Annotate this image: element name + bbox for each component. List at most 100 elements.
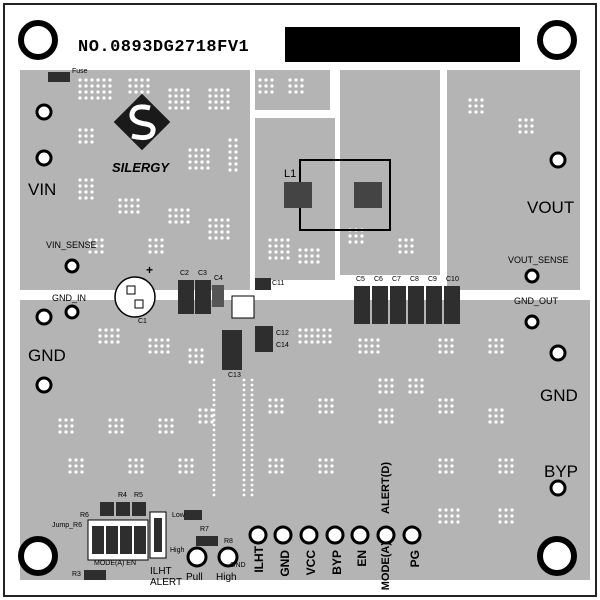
via-dot [154,250,158,254]
via-dot [208,94,212,98]
via-dot [178,458,182,462]
via-dot [268,404,272,408]
via-dot [288,78,292,82]
via-dot [74,464,78,468]
via-dot [414,378,418,382]
trace-dot [212,393,216,397]
via-dot [398,244,402,248]
via-dot [310,328,314,332]
via-dot [190,464,194,468]
via-dot [228,138,232,142]
via-dot [64,424,68,428]
via-dot [130,198,134,202]
via-dot [378,420,382,424]
via-dot [324,404,328,408]
via-dot [188,354,192,358]
via-dot [410,244,414,248]
via-dot [160,338,164,342]
via-dot [164,424,168,428]
vin-pour [20,70,250,290]
via-dot [102,96,106,100]
via-dot [84,128,88,132]
via-dot [378,390,382,394]
via-dot [124,204,128,208]
via-dot [468,98,472,102]
via-dot [186,88,190,92]
via-dot [510,470,514,474]
via-dot [168,94,172,98]
via-dot [234,162,238,166]
test-point-pad [350,525,370,545]
via-dot [58,418,62,422]
via-dot [186,220,190,224]
vin-sense-label: VIN_SENSE [46,240,97,250]
via-dot [518,118,522,122]
via-dot [166,344,170,348]
trace-dot [250,408,254,412]
trace-dot [212,433,216,437]
via-dot [114,418,118,422]
c1-label: C1 [138,318,147,325]
via-dot [154,338,158,342]
via-dot [384,378,388,382]
via-dot [206,160,210,164]
via-dot [188,148,192,152]
trace-dot [212,463,216,467]
via-dot [384,390,388,394]
via-dot [498,514,502,518]
via-dot [304,260,308,264]
via-dot [274,256,278,260]
trace-dot [242,433,246,437]
via-dot [200,348,204,352]
via-dot [154,244,158,248]
vout-label: VOUT [527,198,575,217]
via-dot [228,156,232,160]
tp-label-gnd: GND [278,550,292,577]
via-dot [160,350,164,354]
via-dot [398,238,402,242]
via-dot [204,414,208,418]
c8-label: C8 [410,276,419,283]
via-dot [360,240,364,244]
via-dot [90,196,94,200]
via-dot [90,90,94,94]
via-dot [510,520,514,524]
via-dot [160,344,164,348]
via-dot [102,84,106,88]
via-dot [194,354,198,358]
via-dot [298,340,302,344]
via-dot [438,470,442,474]
via-dot [438,514,442,518]
via-dot [110,328,114,332]
via-dot [70,418,74,422]
via-dot [304,340,308,344]
gnd-in-label: GND_IN [52,293,87,303]
via-dot [80,458,84,462]
via-dot [188,348,192,352]
via-dot [168,88,172,92]
via-dot [286,244,290,248]
via-dot [268,464,272,468]
via-dot [444,470,448,474]
via-dot [378,414,382,418]
via-dot [90,84,94,88]
trace-dot [242,453,246,457]
via-dot [174,220,178,224]
via-dot [500,408,504,412]
via-dot [348,240,352,244]
via-dot [524,118,528,122]
via-dot [456,514,460,518]
via-dot [504,520,508,524]
via-dot [64,418,68,422]
svg-text:+: + [146,263,153,277]
via-dot [390,390,394,394]
via-dot [226,106,230,110]
via-dot [160,238,164,242]
tp-label-pg: PG [408,550,422,568]
tp-label-alert: ALERT(D) [380,462,392,514]
trace-dot [242,423,246,427]
c5-label: C5 [356,276,365,283]
trace-dot [242,473,246,477]
via-dot [438,458,442,462]
